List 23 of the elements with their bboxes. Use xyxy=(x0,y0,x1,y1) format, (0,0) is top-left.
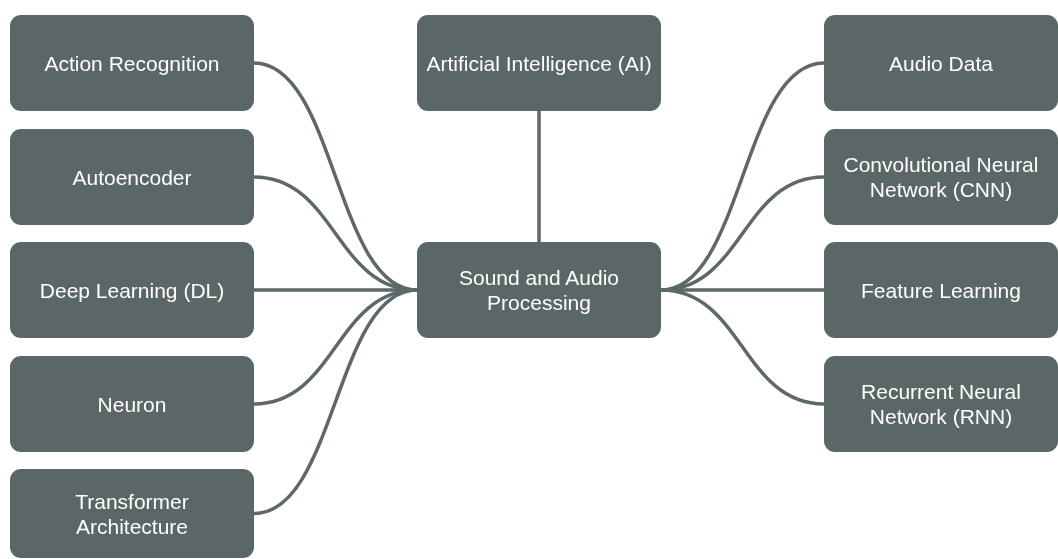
topic-box xyxy=(10,356,254,452)
topic-label: Recurrent Neural Network (RNN) xyxy=(860,379,1022,429)
topic-label: Audio Data xyxy=(889,50,993,76)
topic-label: Action Recognition xyxy=(44,50,220,76)
topic-box xyxy=(10,242,254,338)
topic-label: Autoencoder xyxy=(72,164,192,190)
topic-label: Convolutional Neural Network (CNN) xyxy=(842,152,1040,202)
topic-box xyxy=(10,469,254,558)
topic-label: Deep Learning (DL) xyxy=(39,277,225,303)
topic-box xyxy=(10,15,254,111)
topic-box xyxy=(417,15,661,111)
topic-box xyxy=(824,129,1058,225)
topic-box xyxy=(824,15,1058,111)
topic-label: Neuron xyxy=(97,391,167,417)
topic-label: Transformer Architecture xyxy=(74,488,190,539)
connector-line xyxy=(537,111,541,242)
topic-label: Artificial Intelligence (AI) xyxy=(426,50,652,76)
topic-label: Sound and Audio Processing xyxy=(458,265,620,315)
topic-box xyxy=(824,356,1058,452)
topic-label: Feature Learning xyxy=(861,277,1021,303)
topic-box xyxy=(417,242,661,338)
topic-box xyxy=(10,129,254,225)
topic-box xyxy=(824,242,1058,338)
